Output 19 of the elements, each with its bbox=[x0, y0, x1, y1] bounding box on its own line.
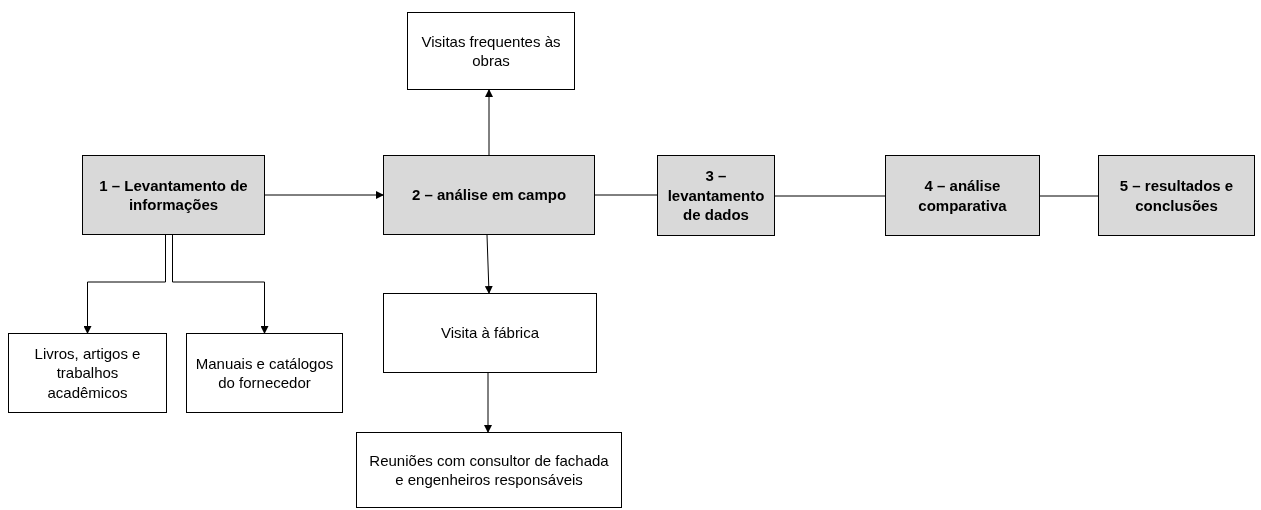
arrow bbox=[484, 372, 492, 433]
process-box: Livros, artigos e trabalhos acadêmicos bbox=[8, 333, 167, 413]
step-box: 1 – Levantamento de informações bbox=[82, 155, 265, 235]
arrow bbox=[172, 234, 269, 334]
step-box: 4 – análise comparativa bbox=[885, 155, 1040, 236]
arrow bbox=[485, 89, 493, 156]
connector-line bbox=[774, 195, 886, 197]
process-box: Visita à fábrica bbox=[383, 293, 597, 373]
step-box: 3 – levantamento de dados bbox=[657, 155, 775, 236]
step-box: 2 – análise em campo bbox=[383, 155, 595, 235]
arrow bbox=[264, 191, 384, 199]
connector-line bbox=[594, 194, 658, 196]
connector-line bbox=[1039, 195, 1099, 197]
step-box: 5 – resultados e conclusões bbox=[1098, 155, 1255, 236]
arrow bbox=[83, 234, 166, 334]
process-box: Reuniões com consultor de fachada e engenheiros responsáveis bbox=[356, 432, 622, 508]
process-box: Visitas frequentes às obras bbox=[407, 12, 575, 90]
arrow bbox=[484, 234, 493, 294]
process-box: Manuais e catálogos do fornecedor bbox=[186, 333, 343, 413]
